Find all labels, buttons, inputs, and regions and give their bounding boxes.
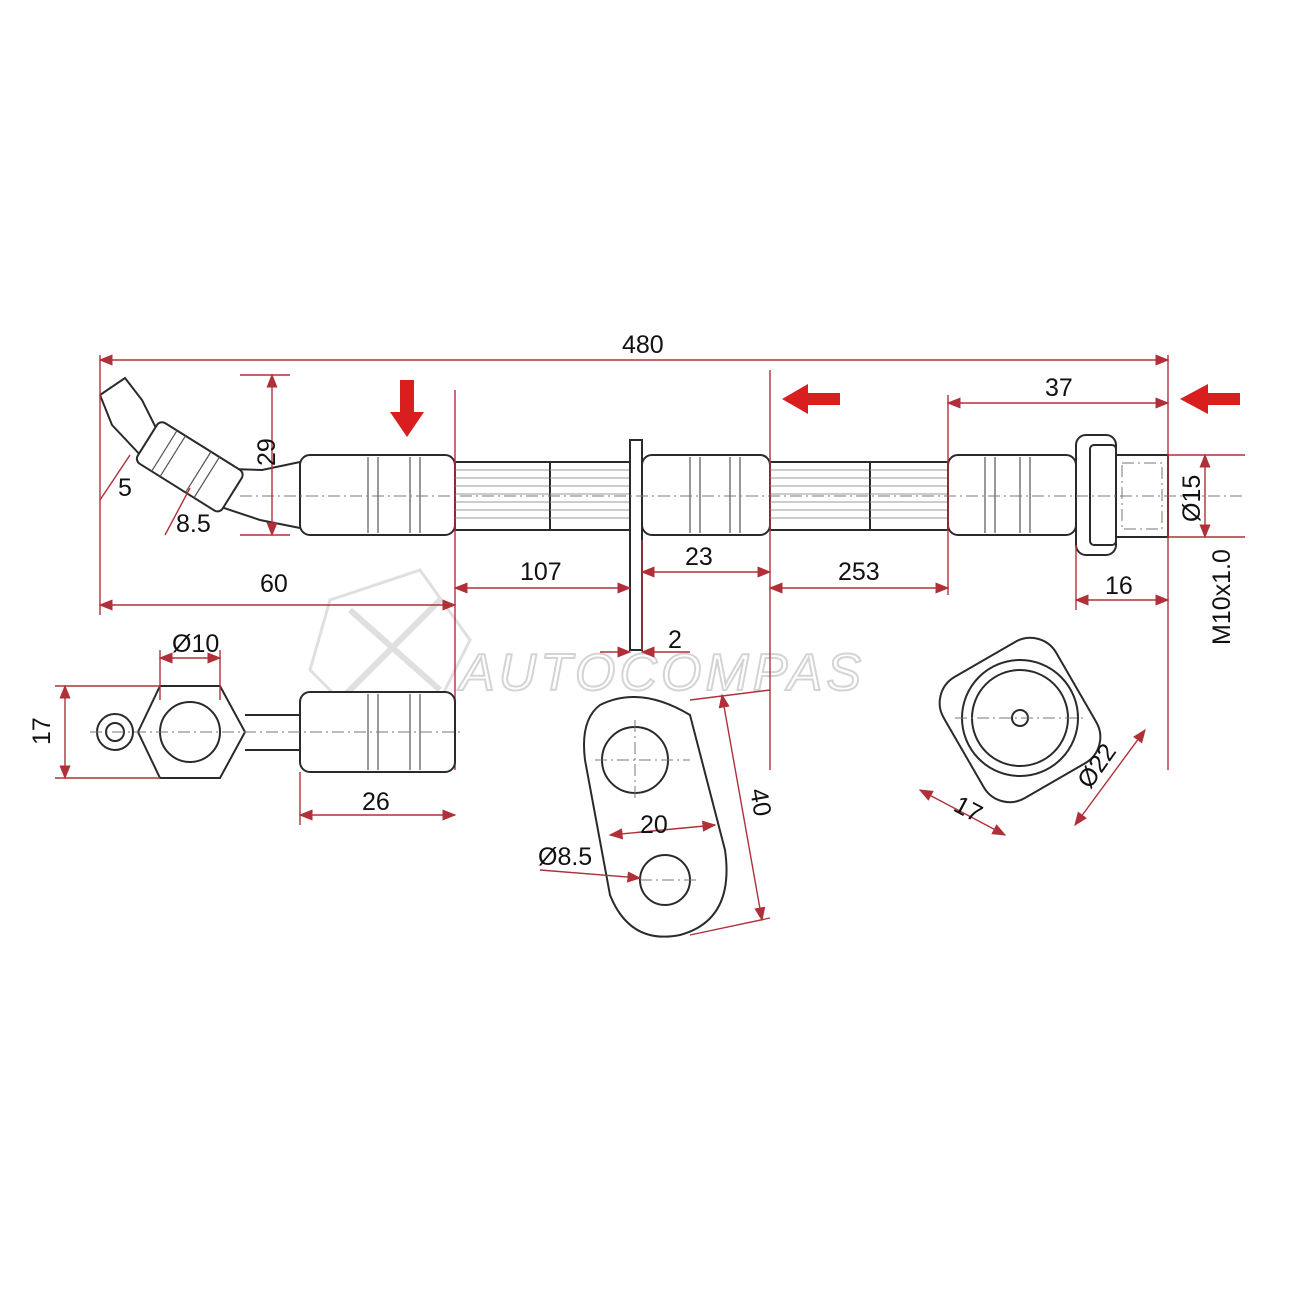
dim-60: 60	[260, 570, 288, 598]
dim-29: 29	[253, 438, 281, 466]
dim-5: 5	[118, 474, 132, 502]
dim-2: 2	[668, 626, 682, 654]
arrow-down-icon	[390, 380, 424, 437]
dim-16: 16	[1105, 572, 1133, 600]
arrow-left-icon	[1180, 384, 1240, 414]
dim-dia-8-5: Ø8.5	[538, 843, 592, 871]
dim-26: 26	[362, 788, 390, 816]
dim-hex-17: 17	[28, 717, 56, 745]
dim-40: 40	[744, 786, 776, 818]
dimension-lines	[98, 354, 1245, 770]
dim-8-5: 8.5	[176, 510, 211, 538]
detail-bracket	[539, 689, 771, 938]
hose-assembly	[99, 376, 1245, 651]
dim-dia-10: Ø10	[172, 630, 219, 658]
dim-37: 37	[1045, 374, 1073, 402]
detail-nut	[918, 636, 1146, 836]
dim-thread: M10x1.0	[1208, 549, 1236, 645]
dim-23: 23	[685, 543, 713, 571]
watermark-text: AUTOCOMPAS	[457, 644, 865, 702]
dim-107: 107	[520, 558, 562, 586]
dim-253: 253	[838, 558, 880, 586]
detail-hex-fitting	[55, 650, 460, 825]
arrow-left-icon	[782, 384, 840, 414]
dim-total-length: 480	[622, 331, 664, 359]
dim-dia-15: Ø15	[1178, 475, 1206, 522]
dim-20: 20	[640, 811, 668, 839]
